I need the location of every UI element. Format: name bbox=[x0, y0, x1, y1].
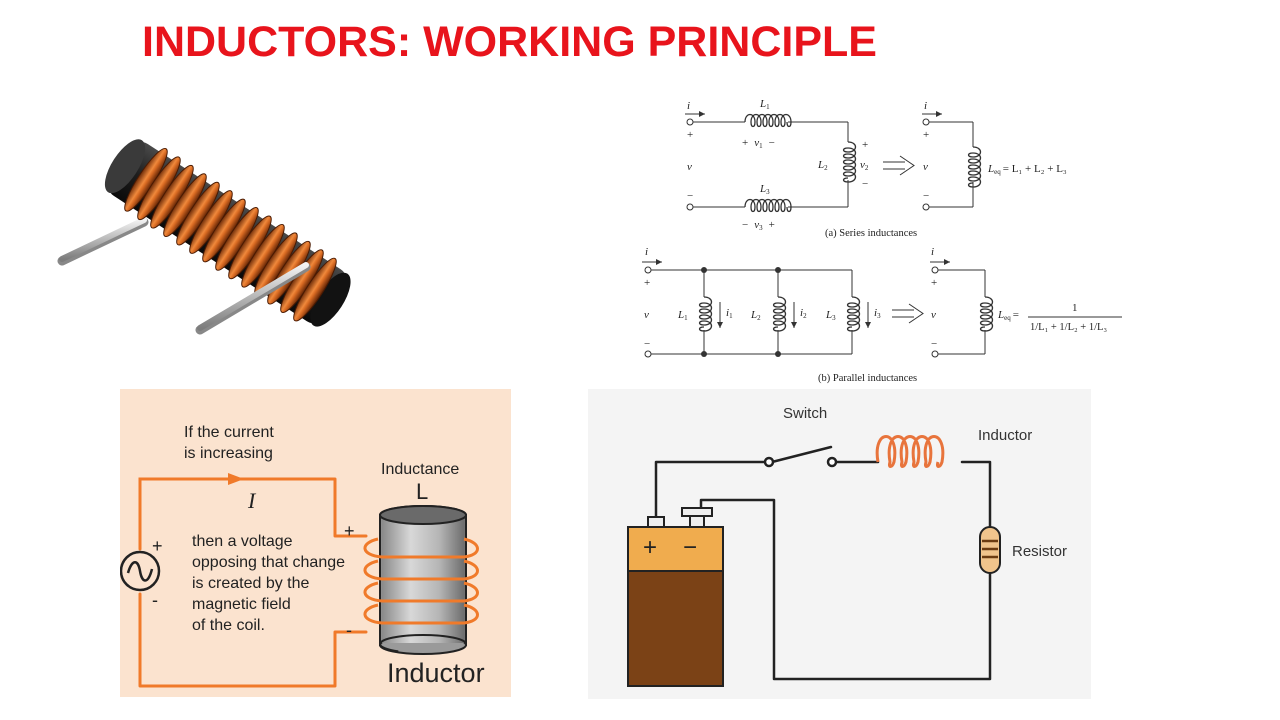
source-plus: + bbox=[152, 536, 163, 556]
series-v2: v2 bbox=[860, 159, 869, 172]
inductor-label: Inductor bbox=[978, 427, 1032, 444]
series-v: v bbox=[687, 161, 692, 173]
svg-text:of the coil.: of the coil. bbox=[192, 617, 265, 634]
series-v1: +v1− bbox=[742, 137, 775, 150]
parallel-eq-v: v bbox=[931, 309, 936, 321]
series-v3: −v3+ bbox=[742, 219, 775, 232]
lead-left bbox=[57, 217, 149, 266]
inductance-concept-diagram: + - If the current is increasing I Induc… bbox=[120, 389, 511, 697]
parallel-minus: − bbox=[644, 338, 650, 350]
battery-plus: + bbox=[643, 534, 657, 561]
coil-vertical bbox=[842, 141, 857, 183]
coil-turn bbox=[363, 559, 479, 581]
current-arrow-icon bbox=[228, 473, 244, 485]
parallel-L1: L1 bbox=[677, 309, 688, 322]
text-current-line1: If the current bbox=[184, 424, 274, 441]
switch-contact-left bbox=[763, 456, 775, 468]
coil-vertical bbox=[846, 296, 861, 332]
source-minus: - bbox=[152, 590, 158, 610]
coil-loop bbox=[875, 435, 945, 468]
series-i: i bbox=[687, 100, 690, 112]
parallel-i1: i1 bbox=[726, 307, 733, 320]
inductor-body bbox=[104, 139, 351, 327]
svg-text:then a voltage: then a voltage bbox=[192, 533, 293, 550]
switch-contact-right bbox=[826, 456, 838, 468]
series-L2: L2 bbox=[817, 159, 828, 172]
coil-turn bbox=[363, 603, 479, 625]
resistor-icon bbox=[979, 526, 1001, 574]
explanation-text: then a voltage opposing that change is c… bbox=[192, 533, 345, 634]
coil-vertical bbox=[772, 296, 787, 332]
coil-vertical bbox=[698, 296, 713, 332]
page-title: INDUCTORS: WORKING PRINCIPLE bbox=[142, 18, 877, 66]
inductor-cylinder-icon bbox=[363, 505, 479, 655]
parallel-i2: i2 bbox=[800, 307, 807, 320]
svg-text:magnetic field: magnetic field bbox=[192, 596, 291, 613]
wire-return bbox=[699, 498, 992, 681]
coil-plus: + bbox=[344, 521, 355, 541]
series-eq-i: i bbox=[924, 100, 927, 112]
switch-label: Switch bbox=[783, 405, 827, 422]
inductance-label: Inductance bbox=[381, 461, 459, 478]
inductor-label: Inductor bbox=[387, 658, 485, 688]
switch-lever bbox=[770, 445, 833, 464]
svg-text:opposing that change: opposing that change bbox=[192, 554, 345, 571]
parallel-eq-minus: − bbox=[931, 338, 937, 350]
series-eq-v: v bbox=[923, 161, 928, 173]
inductance-symbol: L bbox=[416, 479, 428, 504]
parallel-i: i bbox=[645, 246, 648, 258]
series-L1: L1 bbox=[759, 98, 770, 111]
series-plus: + bbox=[687, 129, 693, 141]
parallel-leq: Leq= bbox=[997, 309, 1019, 322]
series-eq-plus: + bbox=[923, 129, 929, 141]
inductor-photo bbox=[52, 118, 372, 348]
rl-circuit-diagram: + − Switch Inductor Resistor bbox=[588, 389, 1091, 699]
coil-vertical bbox=[967, 146, 982, 188]
winding-turn bbox=[293, 257, 337, 322]
series-parallel-diagram: i + − v L1 +v1− L2 + v2 − L3 −v3+ i + − … bbox=[630, 92, 1130, 387]
inductor-coil-icon bbox=[875, 435, 945, 468]
resistor-label: Resistor bbox=[1012, 543, 1067, 560]
coil-horizontal bbox=[744, 113, 792, 128]
wire-return bbox=[138, 592, 368, 688]
parallel-i3: i3 bbox=[874, 307, 881, 320]
series-v2-minus: − bbox=[862, 178, 868, 190]
parallel-numerator: 1 bbox=[1072, 302, 1078, 314]
parallel-plus: + bbox=[644, 277, 650, 289]
parallel-eq-plus: + bbox=[931, 277, 937, 289]
series-caption: (a) Series inductances bbox=[825, 228, 917, 239]
coil-turn bbox=[363, 537, 479, 559]
parallel-v: v bbox=[644, 309, 649, 321]
lead-right bbox=[195, 262, 311, 335]
series-v2-plus: + bbox=[862, 139, 868, 151]
battery-minus: − bbox=[683, 534, 697, 561]
wire-battery-switch bbox=[654, 460, 768, 521]
wire-inductor-resistor bbox=[960, 460, 992, 531]
coil-horizontal bbox=[744, 198, 792, 213]
battery-icon bbox=[627, 507, 724, 687]
series-minus: − bbox=[687, 190, 693, 202]
parallel-eq-i: i bbox=[931, 246, 934, 258]
ac-source-icon bbox=[120, 550, 161, 592]
series-leq-formula: Leq= L₁ + L₂ + L₃ bbox=[987, 163, 1067, 176]
current-symbol: I bbox=[247, 488, 257, 513]
parallel-denominator: 1/L₁ + 1/L₂ + 1/L₃ bbox=[1030, 322, 1107, 333]
parallel-L3: L3 bbox=[825, 309, 836, 322]
text-current-line2: is increasing bbox=[184, 445, 273, 462]
coil-minus: - bbox=[346, 620, 352, 640]
parallel-caption: (b) Parallel inductances bbox=[818, 373, 917, 384]
svg-text:is created by the: is created by the bbox=[192, 575, 310, 592]
series-L3: L3 bbox=[759, 183, 770, 196]
series-eq-minus: − bbox=[923, 190, 929, 202]
coil-vertical bbox=[979, 296, 994, 332]
coil-turn bbox=[363, 581, 479, 603]
parallel-L2: L2 bbox=[750, 309, 761, 322]
